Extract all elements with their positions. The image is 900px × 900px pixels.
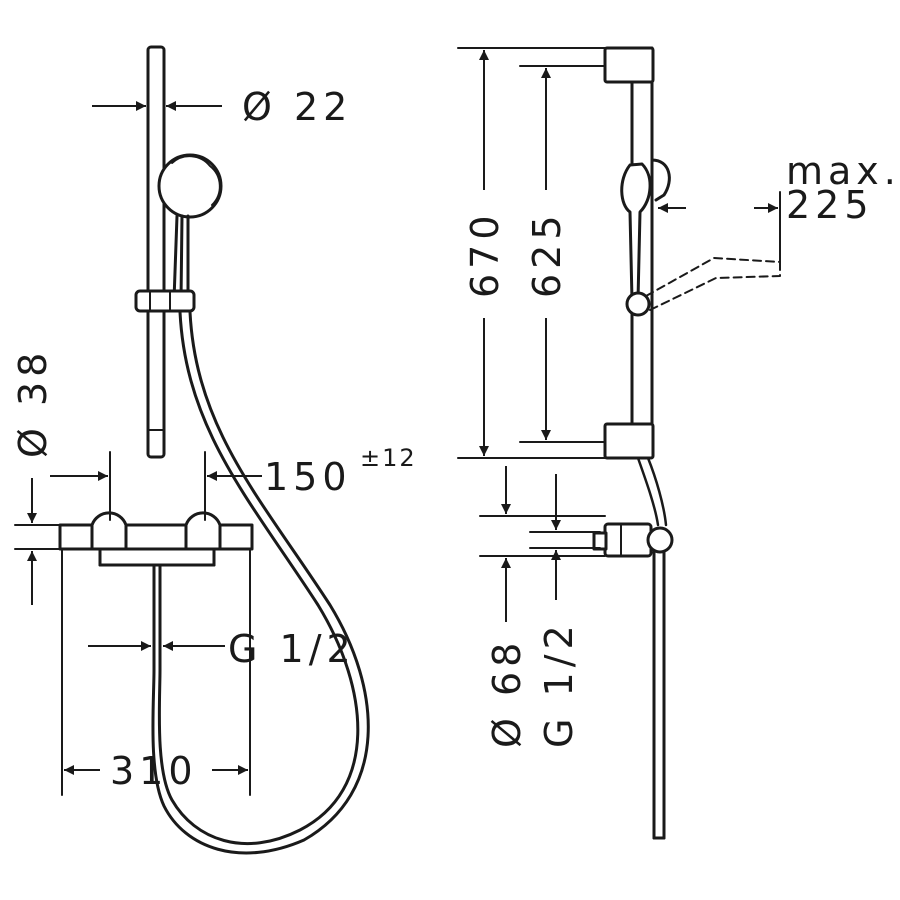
side-holder [650,158,671,202]
hand-shower-spray [171,155,221,206]
shower-hose [157,310,360,845]
label-max: max. [786,149,900,193]
label-outlet-diameter: Ø 68 [485,638,529,748]
rail-slider [134,289,196,313]
label-width-310: 310 [110,749,198,793]
side-outlet [603,522,653,558]
label-diameter-38: Ø 38 [11,348,55,458]
label-outlet-thread: G 1/2 [537,620,581,748]
side-dimensions [479,50,778,622]
hand-shower-handle [172,214,190,302]
mixer-elbow-left [90,511,128,551]
side-outlet-nut [646,526,674,554]
label-height-670: 670 [463,210,507,298]
label-centres-150: 150 [264,455,352,499]
front-view [14,45,370,855]
front-dimensions [27,101,262,775]
label-diameter-22: Ø 22 [242,85,352,129]
label-centres-tolerance: ±12 [360,444,417,472]
thermostat-mixer [58,523,254,551]
bracket-bottom [603,422,655,460]
bracket-top [603,46,655,84]
mixer-elbow-right [184,511,222,551]
side-view [457,46,781,840]
label-max-225: 225 [786,183,874,227]
hand-shower-head [157,153,223,219]
side-hose [636,456,660,527]
shower-rail [146,45,166,459]
label-thread-front: G 1/2 [228,627,356,671]
shower-max-position [645,257,781,311]
side-slider-knob [625,291,651,317]
label-height-625: 625 [525,210,569,298]
